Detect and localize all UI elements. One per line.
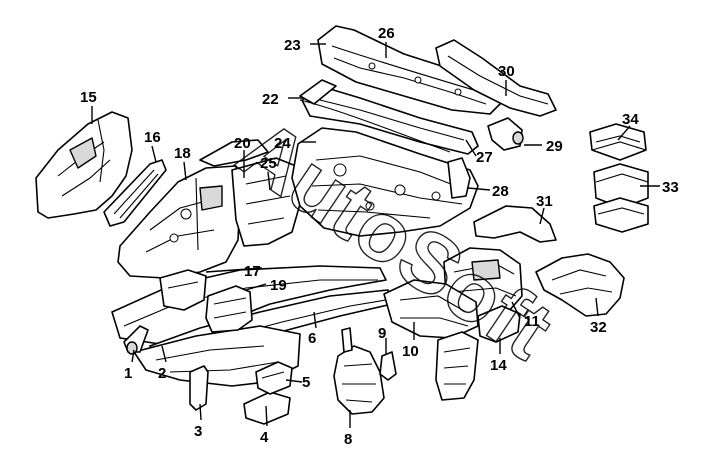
part-17-bracket — [159, 269, 207, 311]
part-22-seal — [299, 79, 451, 153]
part-10-floor-right — [383, 279, 479, 339]
callout-8: 8 — [344, 431, 352, 448]
callout-22: 22 — [262, 91, 279, 108]
part-20-upper-panel — [199, 139, 269, 167]
leader-19 — [245, 283, 267, 291]
part-28-side-panel — [447, 157, 471, 199]
callout-33: 33 — [662, 179, 679, 196]
callout-30: 30 — [498, 63, 515, 80]
callout-20: 20 — [234, 135, 251, 152]
leader-4 — [265, 405, 268, 427]
leader-28 — [467, 187, 491, 191]
leader-11 — [511, 301, 521, 319]
part-15-wheelhouse-panel — [35, 111, 133, 219]
leader-34 — [617, 125, 631, 141]
leader-17 — [205, 267, 263, 273]
part-9-small-bracket — [379, 351, 397, 381]
callout-34: 34 — [622, 111, 639, 128]
callout-29: 29 — [546, 138, 563, 155]
part-16-bracket — [103, 159, 167, 227]
leader-5 — [285, 379, 303, 383]
callout-24: 24 — [274, 135, 291, 152]
leader-6 — [313, 311, 317, 329]
part-27-cowl-lower — [301, 85, 479, 155]
part-8-bracket-assembly — [333, 327, 385, 415]
callout-9: 9 — [378, 325, 386, 342]
callouts: 1 2 3 4 5 6 8 9 10 11 14 15 16 17 18 19 … — [80, 25, 679, 448]
leader-3 — [199, 403, 202, 421]
leader-16 — [151, 145, 157, 163]
part-18-front-structure — [117, 165, 241, 279]
leader-25 — [267, 171, 271, 191]
callout-1: 1 — [124, 365, 132, 382]
part-14-bracket-right — [477, 305, 521, 343]
part-5-bracket — [255, 361, 293, 395]
callout-23: 23 — [284, 37, 301, 54]
part-25-inner-panel — [231, 157, 301, 247]
part-32-wheelhouse-right — [535, 253, 625, 317]
leader-27 — [465, 139, 477, 157]
leader-32 — [595, 297, 599, 317]
callout-15: 15 — [80, 89, 97, 106]
part-19-crossmember — [205, 285, 253, 333]
leader-1 — [131, 349, 135, 363]
part-31-panel — [473, 205, 557, 243]
part-24-dash-panel — [291, 127, 479, 237]
callout-31: 31 — [536, 193, 553, 210]
leader-18 — [183, 161, 187, 181]
leader-lines — [91, 42, 660, 428]
leader-31 — [539, 207, 545, 225]
callout-25: 25 — [260, 155, 277, 172]
callout-2: 2 — [158, 365, 166, 382]
callout-5: 5 — [302, 374, 310, 391]
callout-14: 14 — [490, 357, 507, 374]
callout-11: 11 — [524, 313, 540, 330]
part-30-bracket — [435, 39, 557, 117]
part-29-connector — [487, 117, 524, 151]
callout-28: 28 — [492, 183, 509, 200]
callout-17: 17 — [244, 263, 261, 280]
part-33-box — [593, 163, 649, 233]
callout-10: 10 — [402, 343, 419, 360]
callout-16: 16 — [144, 129, 161, 146]
callout-26: 26 — [378, 25, 395, 42]
part-34-cover — [589, 123, 647, 161]
callout-6: 6 — [308, 330, 316, 347]
callout-4: 4 — [260, 429, 269, 446]
callout-19: 19 — [270, 277, 287, 294]
callout-32: 32 — [590, 319, 607, 336]
callout-3: 3 — [194, 423, 202, 440]
callout-27: 27 — [476, 149, 493, 166]
part-3-bracket — [189, 365, 209, 411]
leader-2 — [161, 345, 167, 363]
part-bracket-lower-right — [435, 331, 479, 401]
callout-18: 18 — [174, 145, 191, 162]
